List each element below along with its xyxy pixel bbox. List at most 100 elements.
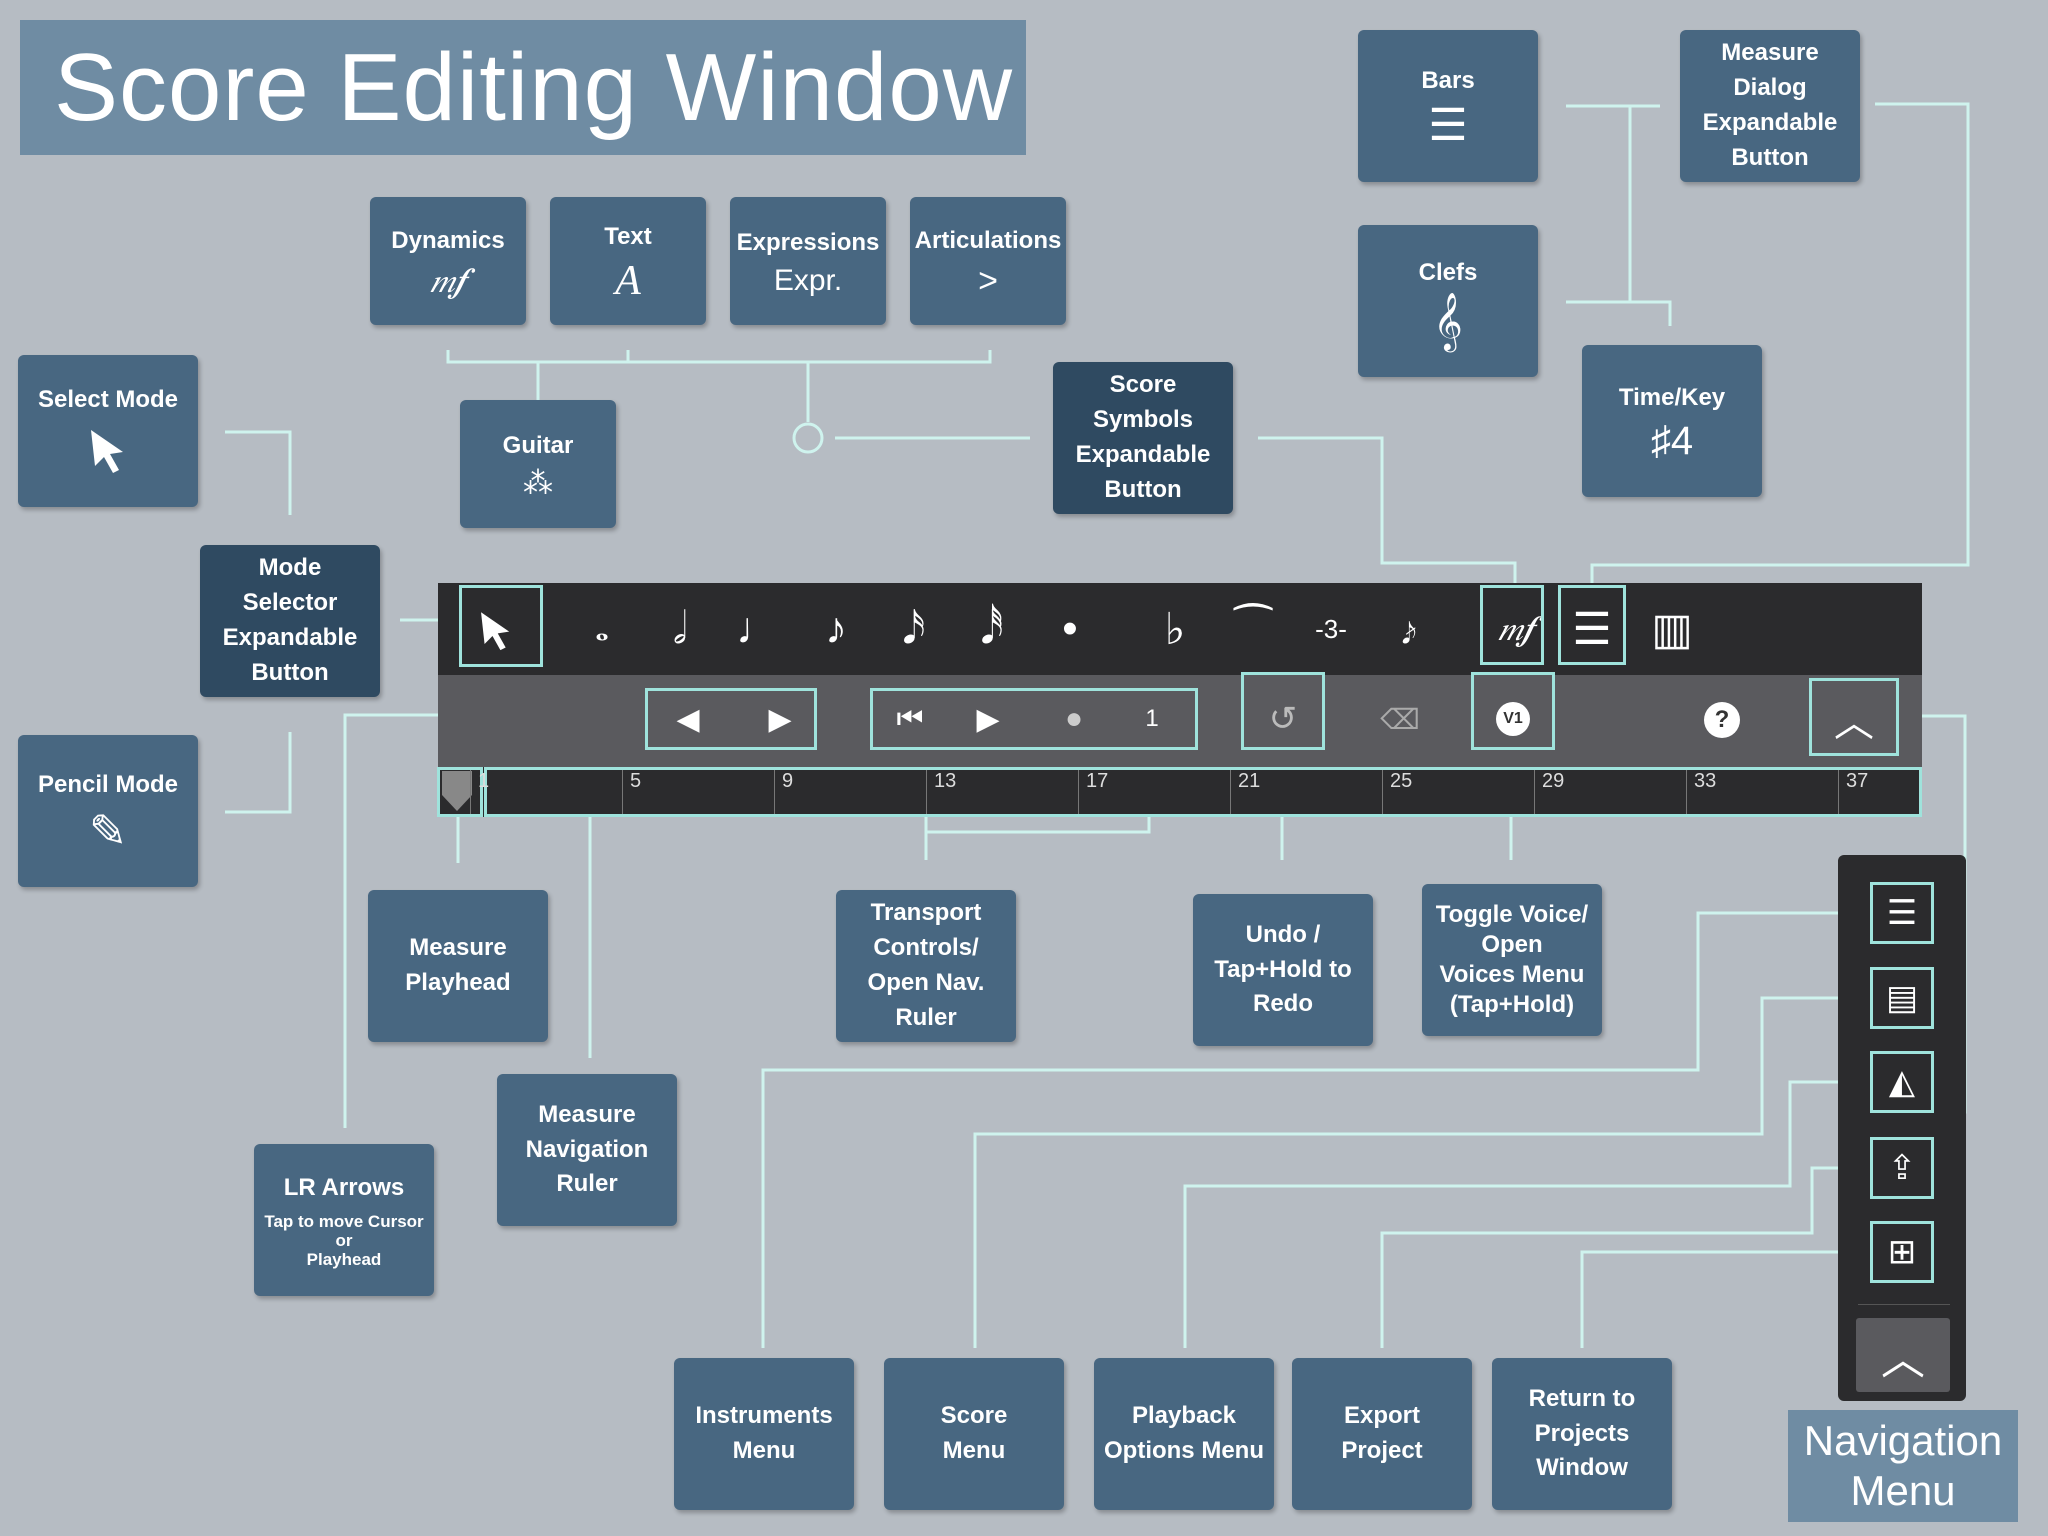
left-arrow-button[interactable]: ◀ [676,702,700,736]
record-button[interactable]: ● [1064,702,1084,735]
score-menu-label: Score Menu [940,1402,1008,1464]
lr-arrows-label: LR Arrows [283,1173,405,1201]
ruler-tick-line [470,770,471,814]
export-project-button[interactable]: ⇪ [1870,1137,1934,1199]
bars-button[interactable]: ☰ [1572,604,1612,654]
transport-controls-group [870,688,1198,750]
metronome-icon: ◭ [1888,1063,1916,1101]
time-key-icon: ♯4 [1650,419,1694,464]
collapse-toolbar-button[interactable]: ︿ [1834,701,1874,745]
pencil-mode-callout: Pencil Mode ✎ [18,735,198,887]
playback-options-button[interactable]: ◭ [1870,1051,1934,1113]
rewind-button[interactable]: ⏮ [896,702,924,735]
whole-note-button[interactable]: 𝅝 [595,609,609,648]
playback-options-callout: Playback Options Menu [1094,1358,1274,1510]
dynamics-highlight [1480,585,1544,665]
time-key-label: Time/Key [1618,383,1726,411]
share-icon: ⇪ [1887,1149,1917,1187]
measure-navigation-ruler[interactable] [438,767,1922,817]
measure-number-button[interactable]: 1 [1145,705,1159,732]
measure-nav-ruler-label: Measure Navigation Ruler [525,1100,649,1198]
return-projects-label: Return to Projects Window [1528,1384,1636,1482]
export-project-callout: Export Project [1292,1358,1472,1510]
playback-options-label: Playback Options Menu [1104,1402,1264,1464]
collapse-highlight [1809,678,1899,756]
ruler-highlight [484,767,1922,817]
half-note-button[interactable]: 𝅗𝅥 [673,604,687,653]
toggle-voice-label: Toggle Voice/ Open Voices Menu (Tap+Hold… [1435,901,1589,1018]
flat-button[interactable]: ♭ [1164,604,1186,654]
ruler-tick-line [926,770,927,814]
quarter-note-button[interactable]: ♩ [736,604,780,653]
undo-button[interactable]: ↺ [1268,700,1298,738]
toggle-voice-callout: Toggle Voice/ Open Voices Menu (Tap+Hold… [1422,884,1602,1036]
bars-icon: ☰ [1428,101,1468,151]
lr-arrows-subtext: Tap to move Cursor or Playhead [264,1212,424,1269]
return-projects-button[interactable]: ⊞ [1870,1221,1934,1283]
undo-label: Undo / Tap+Hold to Redo [1214,920,1352,1018]
mode-selector-callout: Mode Selector Expandable Button [200,545,380,697]
ruler-tick-label: 21 [1238,770,1261,792]
expressions-callout: Expressions Expr. [730,197,886,325]
right-arrow-button[interactable]: ▶ [768,702,792,736]
eighth-note-button[interactable]: ♪ [825,604,847,653]
ruler-tick-line [1838,770,1839,814]
bars-label: Bars [1421,66,1475,94]
score-symbols-toolbar [438,583,1922,675]
dot-button[interactable]: • [1062,604,1078,653]
ruler-tick-line [1230,770,1231,814]
ruler-tick-label: 33 [1694,770,1717,792]
grid-icon: ⊞ [1887,1233,1917,1271]
grace-note-button[interactable]: 𝆔 [1401,604,1417,653]
tie-button[interactable]: ⁀ [1235,604,1271,654]
dynamics-callout: Dynamics 𝆐𝆑 [370,197,526,325]
measure-dialog-label: Measure Dialog Expandable Button [1702,39,1838,171]
ruler-tick-label: 1 [478,770,490,792]
keyboard-button[interactable]: ▥ [1651,604,1693,654]
ruler-tick-label: 17 [1086,770,1109,792]
expressions-icon: Expr. [773,264,843,298]
articulations-callout: Articulations > [910,197,1066,325]
expressions-label: Expressions [736,228,880,256]
return-projects-callout: Return to Projects Window [1492,1358,1672,1510]
guitar-callout: Guitar ⁂ [460,400,616,528]
articulations-icon: > [978,262,998,301]
thirty-second-note-button[interactable]: 𝅘𝅥𝅰 [980,604,1004,653]
instruments-menu-label: Instruments Menu [695,1402,833,1464]
nav-divider [1858,1304,1950,1305]
select-mode-callout: Select Mode [18,355,198,507]
score-menu-button[interactable]: ▤ [1870,967,1934,1029]
ruler-tick-label: 5 [630,770,642,792]
bars-callout: Bars ☰ [1358,30,1538,182]
sixteenth-note-button[interactable]: 𝅘𝅥𝅯 [902,604,926,653]
export-project-label: Export Project [1341,1402,1423,1464]
select-tool-button[interactable] [461,583,531,675]
nav-collapse-button[interactable]: ︿ [1856,1318,1950,1392]
ruler-tick-line [1686,770,1687,814]
text-label: Text [604,222,652,250]
ruler-tick-label: 13 [934,770,957,792]
instruments-menu-button[interactable]: ☰ [1870,882,1934,944]
play-button[interactable]: ▶ [976,702,1000,736]
ruler-tick-label: 37 [1846,770,1869,792]
delete-button[interactable]: ⌫ [1380,703,1420,735]
text-icon: A [615,258,641,305]
page-title: Score Editing Window [20,20,1026,155]
playhead-highlight [437,767,483,817]
score-menu-callout: Score Menu [884,1358,1064,1510]
score-symbols-label: Score Symbols Expandable Button [1075,371,1211,503]
dynamics-icon: 𝆐𝆑 [430,262,466,301]
help-button[interactable]: ? [1704,702,1740,738]
dynamics-button[interactable]: 𝆐𝆑 [1498,609,1534,648]
mode-selector-label: Mode Selector Expandable Button [222,554,358,686]
triplet-button[interactable]: -3- [1315,613,1347,644]
lr-arrows-group [645,688,817,750]
pencil-icon: ✎ [88,805,128,858]
select-tool-highlight [459,585,543,667]
undo-highlight [1241,672,1325,750]
pencil-mode-label: Pencil Mode [37,770,179,798]
arrow-cursor-icon [83,424,133,479]
voice-toggle-button[interactable]: V1 [1496,702,1530,736]
list-icon: ☰ [1886,894,1918,932]
